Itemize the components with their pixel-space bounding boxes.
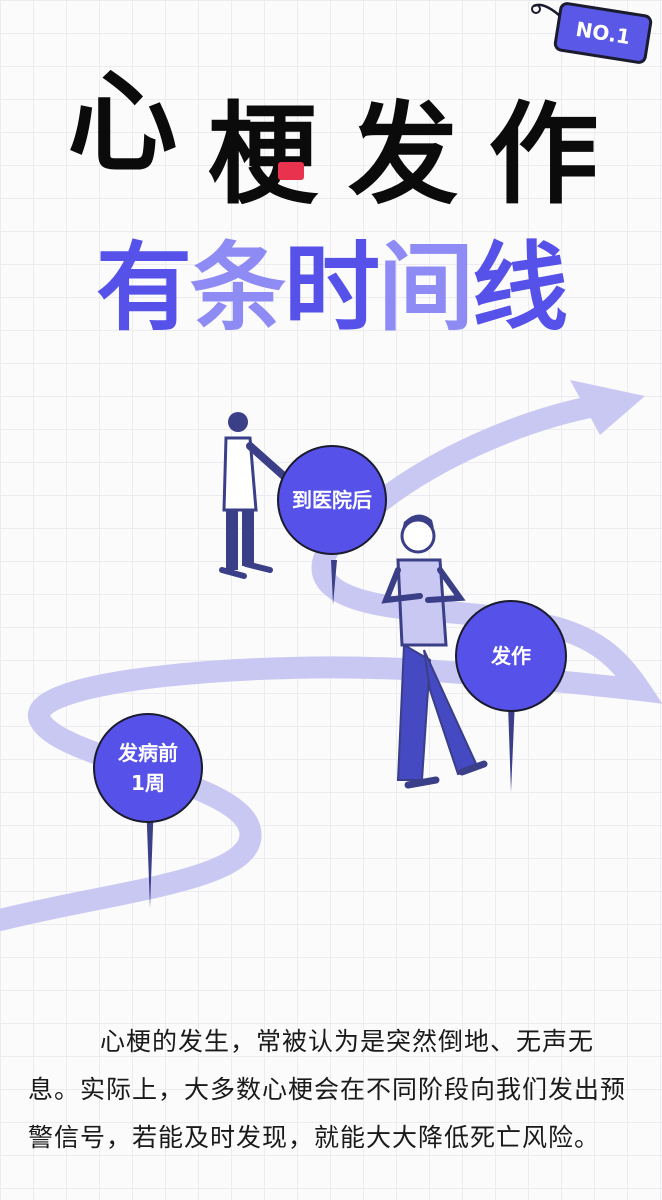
timeline-arrowhead — [570, 380, 645, 435]
pin-label-week-before: 发病前 1周 — [88, 738, 208, 798]
pin-label-hospital: 到医院后 — [272, 485, 392, 515]
pin-label-text: 发作 — [491, 644, 531, 668]
patient-figure — [381, 514, 488, 789]
badge: NO.1 — [552, 0, 654, 66]
title-char: 梗 — [208, 100, 318, 210]
article-paragraph: 心梗的发生，常被认为是突然倒地、无声无息。实际上，大多数心梗会在不同阶段向我们发… — [28, 1018, 638, 1162]
pin-week-before — [93, 713, 203, 908]
page-subtitle: 有条时间线 — [0, 240, 662, 336]
heart-accent — [277, 162, 304, 180]
pin-onset — [455, 600, 567, 792]
subtitle-char: 有 — [96, 232, 192, 344]
pin-label-text: 发病前 — [118, 741, 178, 765]
pin-hospital — [277, 445, 387, 605]
doctor-figure — [219, 412, 290, 579]
pin-label-onset: 发作 — [451, 641, 571, 671]
subtitle-char: 时 — [284, 232, 380, 344]
subtitle-char: 条 — [190, 232, 286, 344]
pin-label-text: 1周 — [131, 771, 165, 795]
timeline-illustration — [0, 380, 662, 931]
badge-label: NO.1 — [574, 16, 632, 50]
page-title: 心 梗 发 作 — [0, 68, 662, 210]
title-char-text: 梗 — [207, 91, 318, 219]
title-char: 心 — [67, 59, 178, 187]
subtitle-char: 线 — [472, 232, 568, 344]
title-char: 发 — [348, 91, 458, 219]
subtitle-char: 间 — [378, 232, 474, 344]
article-paragraph-text: 心梗的发生，常被认为是突然倒地、无声无息。实际上，大多数心梗会在不同阶段向我们发… — [28, 1027, 627, 1152]
title-char: 作 — [488, 91, 598, 219]
pin-label-text: 到医院后 — [292, 488, 372, 512]
